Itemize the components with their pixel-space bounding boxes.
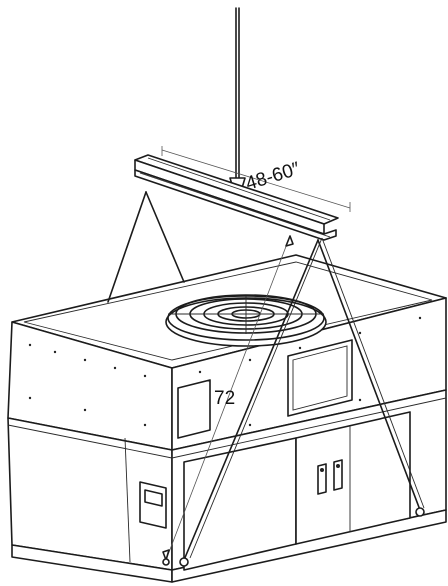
lifting-slings [107,191,425,561]
lift-height-label: 72 [214,388,235,409]
lift-points [162,507,425,567]
spreader-bar [134,154,339,241]
lift-height-dimension: 72 [162,235,294,561]
beam-spread-label: 48-60″ [243,158,302,194]
condenser-fan [165,294,327,347]
door-handles [317,459,343,495]
access-panels [139,339,411,571]
crane-cable [235,7,240,179]
panel-fasteners [28,316,422,427]
